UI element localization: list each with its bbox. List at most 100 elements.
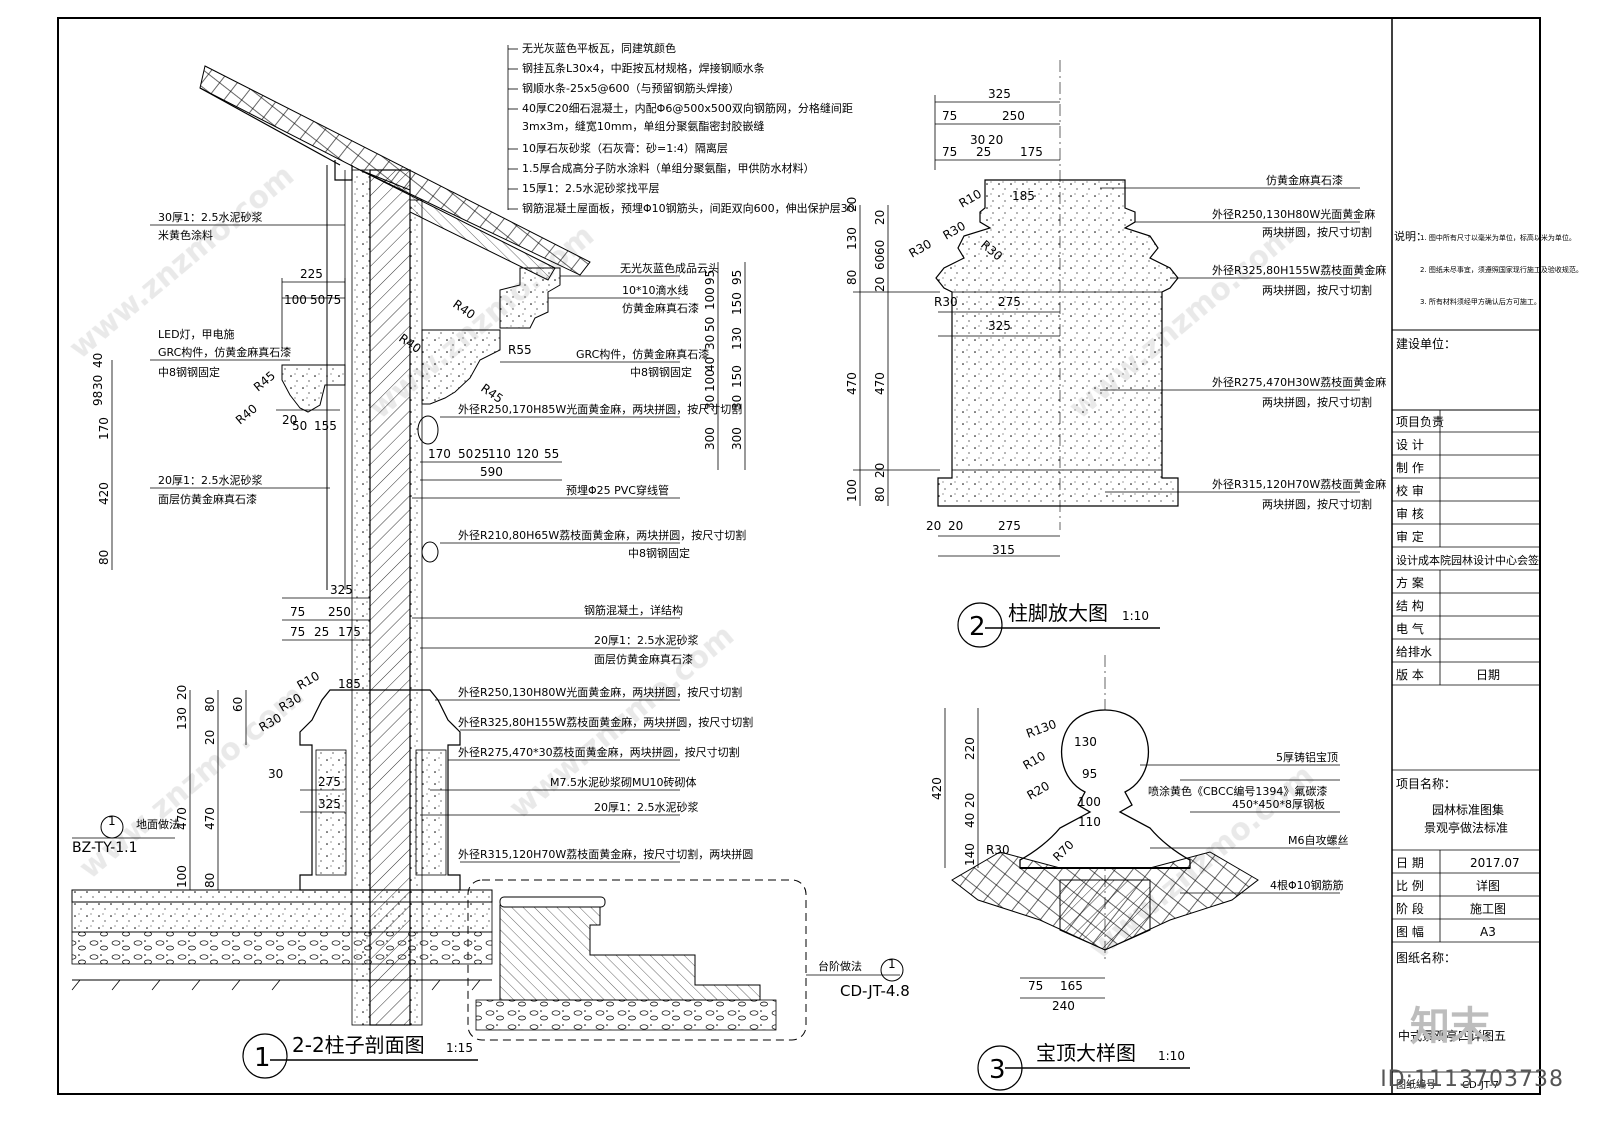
right-note: 钢筋混凝土，详结构 [584, 603, 683, 617]
title-block-row-label: 电 气 [1396, 621, 1424, 636]
finial-dim-lines [944, 708, 1105, 999]
dimension-label: 100 [703, 287, 717, 310]
foot-note: 外径R315,120H70W荔枝面黄金麻 [1212, 477, 1386, 491]
dimension-label: 220 [963, 737, 977, 760]
finial-note-leaders [1140, 764, 1340, 894]
dimension-label: 170 [97, 417, 111, 440]
dimension-label: 20 [282, 413, 297, 427]
dimension-label: 20 [203, 730, 217, 745]
dimension-label: 20 [175, 685, 189, 700]
section-title: 2-2柱子剖面图 [292, 1033, 425, 1057]
column-core [369, 169, 411, 1026]
base-brick-left [315, 749, 347, 876]
dimension-label: 100 [175, 865, 189, 888]
dimension-label: 420 [97, 482, 111, 505]
watermark-logo: 知末 [1410, 1004, 1490, 1050]
dimension-label: 175 [1020, 145, 1043, 159]
right-dimension-stack [717, 262, 746, 470]
cornice-dimensions [111, 278, 346, 570]
general-note: 3. 所有材料须经甲方确认后方可施工。 [1420, 297, 1541, 306]
title-block-row-label: 审 核 [1396, 506, 1424, 521]
dimension-label: 590 [480, 465, 503, 479]
cloud-head [499, 267, 561, 329]
right-note: 20厚1：2.5水泥砂浆 [594, 633, 699, 647]
foot-note: 外径R325,80H155W荔枝面黄金麻 [1212, 263, 1386, 277]
foot-note: 两块拼圆，按尺寸切割 [1262, 283, 1372, 297]
dimension-label: 30 [730, 395, 744, 410]
dimension-label: 150 [730, 365, 744, 388]
title-block-row-label: 制 作 [1396, 461, 1424, 475]
right-note: 外径R210,80H65W荔枝面黄金麻，两块拼圆，按尺寸切割 [458, 528, 746, 542]
column-section-drawing: 无光灰蓝色平板瓦，同建筑颜色 钢挂瓦条L30x4，中距按瓦材规格，焊接钢顺水条 … [71, 41, 910, 1079]
dimension-label: 60 [873, 240, 887, 255]
right-note: M7.5水泥砂浆砌MU10砖砌体 [550, 775, 697, 789]
dimension-label: 100 [845, 479, 859, 502]
step-ref-bubble [880, 958, 904, 982]
dimension-label: 325 [988, 87, 1011, 101]
right-note: 预埋Φ25 PVC穿线管 [566, 483, 669, 497]
dimension-label: 20 [948, 519, 963, 533]
finial-ball [1019, 709, 1191, 869]
right-note: 外径R315,120H70W荔枝面黄金麻，按尺寸切割，两块拼圆 [458, 847, 753, 861]
ground-gravel [71, 931, 493, 965]
title-block-row-label: 项目负责 [1396, 415, 1444, 429]
finial-note: 5厚铸铝宝顶 [1276, 750, 1338, 764]
base-dimension-lines [189, 597, 370, 890]
dimension-label: 225 [300, 267, 323, 281]
roof-notes: 无光灰蓝色平板瓦，同建筑颜色 钢挂瓦条L30x4，中距按瓦材规格，焊接钢顺水条 … [522, 41, 855, 215]
dimension-label: 75 [942, 109, 957, 123]
left-note: GRC构件，仿黄金麻真石漆 [158, 345, 291, 359]
radius-label: R55 [508, 343, 532, 357]
roof-note: 1.5厚合成高分子防水涂料（单组分聚氨酯，甲供防水材料） [522, 161, 815, 175]
dimension-label: 75 [942, 145, 957, 159]
dimension-label: 30 [268, 767, 283, 781]
left-notes: 30厚1：2.5水泥砂浆 米黄色涂料 LED灯，甲电施 GRC构件，仿黄金麻真石… [136, 210, 345, 831]
dimension-label: 55 [544, 447, 559, 461]
dimension-label: 95 [1082, 767, 1097, 781]
foot-note: 外径R250,130H80W光面黄金麻 [1212, 207, 1375, 221]
step-cap [499, 896, 606, 908]
dimension-label: 25 [474, 447, 489, 461]
radius-label: R30 [907, 237, 934, 261]
dimension-label: 100 [1078, 795, 1101, 809]
title-block-row-value: 日期 [1476, 668, 1500, 682]
right-note: 10*10滴水线 [622, 283, 689, 297]
left-note: 中8钢钢固定 [158, 365, 220, 379]
dimension-label: 140 [963, 843, 977, 866]
ground-concrete [71, 901, 493, 933]
dimension-label: 30 [970, 133, 985, 147]
dimension-label: 325 [318, 797, 341, 811]
dimension-label: 165 [1060, 979, 1083, 993]
foot-note: 两块拼圆，按尺寸切割 [1262, 395, 1372, 409]
right-note-leaders [412, 275, 680, 863]
section-number: 1 [254, 1043, 271, 1073]
dimension-label: 110 [1078, 815, 1101, 829]
finial-scale: 1:10 [1158, 1049, 1185, 1063]
base-brick-right [415, 749, 447, 876]
dimension-label: 50 [292, 419, 307, 433]
left-note: LED灯，甲电施 [158, 328, 235, 341]
title-block-row-label: 结 构 [1396, 598, 1424, 613]
dimension-label: 275 [998, 295, 1021, 309]
dimension-label: 80 [845, 270, 859, 285]
section-scale: 1:15 [446, 1041, 473, 1055]
foot-number: 2 [969, 612, 986, 642]
dimension-label: 50 [310, 293, 325, 307]
foot-title: 柱脚放大图 [1008, 601, 1108, 625]
right-note: 仿黄金麻真石漆 [622, 301, 699, 315]
right-note: 外径R325,80H155W荔枝面黄金麻，两块拼圆，按尺寸切割 [458, 715, 753, 729]
dimension-label: 470 [845, 372, 859, 395]
radius-label: R45 [251, 368, 278, 394]
ground-ref-number: 1 [108, 814, 116, 828]
dimension-label: 120 [516, 447, 539, 461]
drawing-name: 中式景观亭四详图五 [1398, 1028, 1506, 1043]
finial-note: 喷涂黄色《CBCC编号1394》氟碳漆 [1148, 784, 1327, 798]
dimension-label: 75 [326, 293, 341, 307]
dimension-label: 80 [203, 873, 217, 888]
roof-note-leaders [507, 45, 518, 210]
soil-ticks [71, 979, 481, 991]
radius-label: R40 [233, 401, 260, 427]
left-note: 面层仿黄金麻真石漆 [158, 492, 257, 506]
radius-label: R30 [934, 295, 958, 309]
step-base-gravel [475, 999, 777, 1031]
